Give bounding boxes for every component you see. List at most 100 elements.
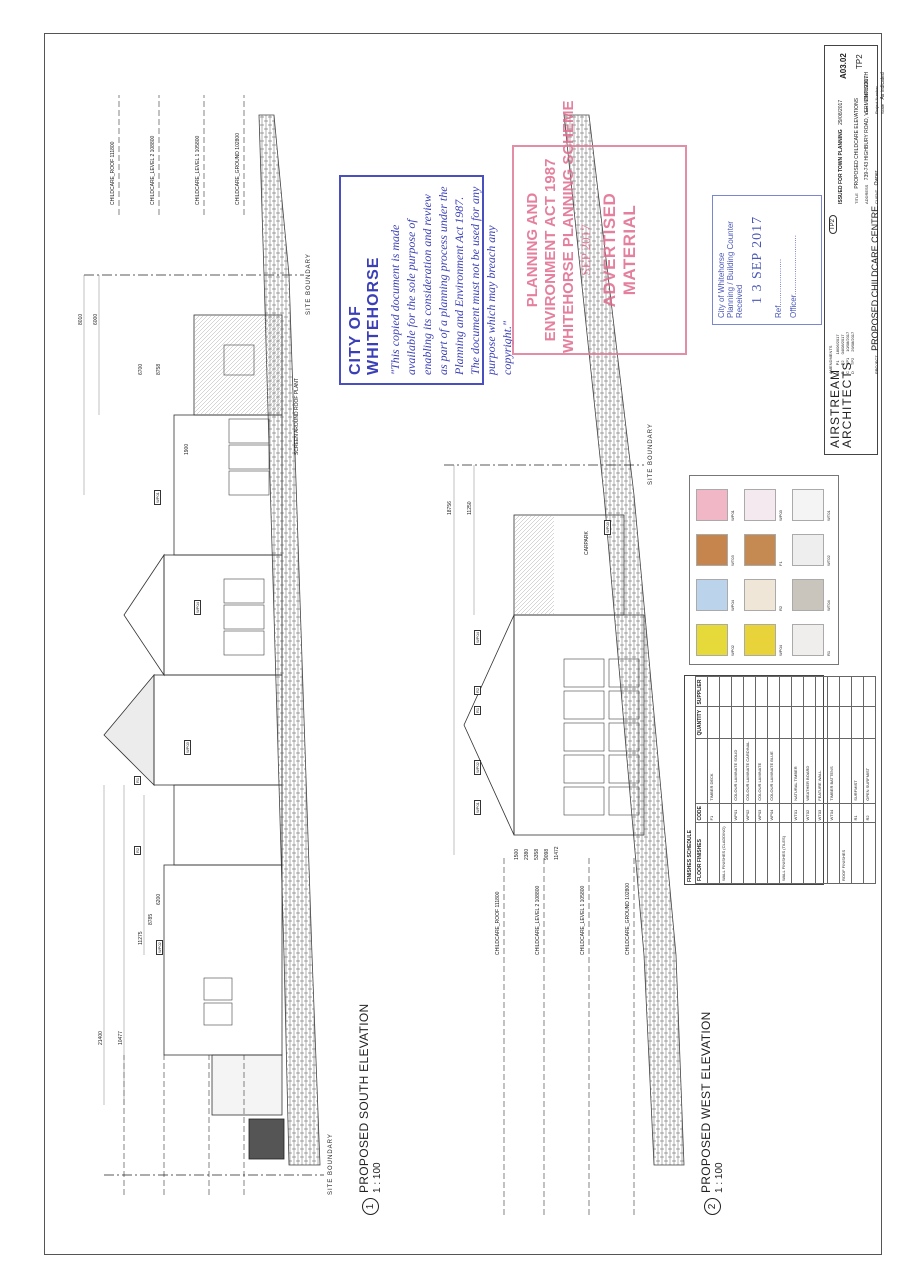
west-dim-5: 9098 [544,848,550,860]
schedule-cell [851,676,864,707]
south-level-1: CHILDCARE_LEVEL 1 105800 [195,135,201,205]
schedule-cell: WALL FINISHES (TILES) [779,823,792,884]
south-elevation-scale: 1 : 100 [372,1162,383,1193]
schedule-cell: WT01 [791,803,804,823]
material-swatch [792,624,824,656]
schedule-cell [839,707,852,739]
schedule-cell [707,676,720,707]
material-swatch [744,534,776,566]
scale-value: As indicated [880,72,886,100]
schedule-header-cell: QUANTITY [695,707,708,739]
south-dim-3: 8758 [156,363,162,375]
schedule-cell: F1 [707,803,720,823]
south-elevation-title: PROPOSED SOUTH ELEVATION [357,1003,371,1193]
amendment-date: 29/08/2017 [850,331,855,352]
schedule-cell: WT02 [803,803,816,823]
south-dim-7: 8785 [148,913,154,925]
table-row: WALL FINISHES (CLADDING) [719,676,732,884]
material-swatch [744,489,776,521]
schedule-cell [827,823,840,884]
schedule-cell [779,803,792,823]
whitehorse-stamp-body: "This copied document is made available … [388,186,514,375]
table-row: ROOF FINISHES [839,676,852,884]
south-level-ground: CHILDCARE_GROUND 102800 [235,133,241,205]
schedule-cell [707,707,720,739]
schedule-cell: WP02 [743,803,756,823]
schedule-cell: COLOUR LAMINATE [755,738,768,804]
schedule-cell [719,803,732,823]
project-name: PROPOSED CHILDCARE CENTRE [870,205,880,351]
swatch-label: WP02 [730,645,735,656]
advertised-date: SEP 2017 [578,224,593,276]
west-level-roof: CHILDCARE_ROOF 111800 [495,891,501,955]
swatch-label: WP01 [730,510,735,521]
advertised-material-stamp: PLANNING AND ENVIRONMENT ACT 1987 WHITEH… [512,100,687,355]
received-stamp: City of Whitehorse Planning / Building C… [712,195,822,325]
schedule-cell [779,738,792,804]
issue-date: 29/08/2017 [838,99,844,125]
material-swatch [792,579,824,611]
schedule-cell: WALL FINISHES (CLADDING) [719,823,732,884]
material-swatch [696,579,728,611]
schedule-cell: TIMBER DECK [707,738,720,804]
west-elevation-title: PROPOSED WEST ELEVATION [699,1011,713,1193]
schedule-cell [767,823,780,884]
title-block: AIRSTREAM ARCHITECTS AMENDMENTS AP118/06… [824,45,886,455]
schedule-cell [839,676,852,707]
schedule-cell: R1 [851,803,864,823]
schedule-cell: WP03 [755,803,768,823]
swatch-label: WT04 [826,600,831,611]
west-site-boundary: SITE BOUNDARY [648,423,654,485]
south-site-boundary-right: SITE BOUNDARY [306,253,312,315]
schedule-cell [707,823,720,884]
schedule-cell [851,823,864,884]
south-level-roof: CHILDCARE_ROOF 111800 [110,141,116,205]
swatch-label: WT01 [826,510,831,521]
project-row: PROJECT PROPOSED CHILDCARE CENTRE [865,206,883,374]
advertised-line2: ENVIRONMENT ACT 1987 [542,158,559,342]
firm-line2: ARCHITECTS [840,361,854,448]
advertised-heading: ADVERTISED MATERIAL [600,192,639,308]
swatch-label: WP04 [778,645,783,656]
west-dim-3: 2380 [524,848,530,860]
schedule-cell: WT03 [815,803,828,823]
west-dim-2: 1500 [514,848,520,860]
schedule-cell: WP01 [731,803,744,823]
south-site-boundary-left: SITE BOUNDARY [328,1133,334,1195]
schedule-cell: COLOUR LAMINATE CARDINAL [743,738,756,804]
amendment-row: D TP2 29/08/2017 [850,326,855,374]
schedule-cell [791,676,804,707]
west-dim-4: 5358 [534,848,540,860]
south-dim-4: 21400 [98,1031,104,1045]
schedule-cell [803,823,816,884]
amendment-desc: TP2 [850,357,855,366]
amendment-no: D [850,371,855,374]
south-dim-0: 8010 [78,313,84,325]
rev-code: TP2 [855,54,864,69]
material-swatch [696,489,728,521]
west-dim-0: 18756 [447,501,453,515]
west-note: CARPARK [584,531,590,555]
west-level-ground: CHILDCARE_GROUND 102800 [625,883,631,955]
schedule-cell: COLOUR LAMINATE BLUE [767,738,780,804]
schedule-cell [743,707,756,739]
swatch-label: R2 [778,605,783,611]
schedule-cell [839,803,852,823]
sheet-number: A03.02 [839,53,848,79]
schedule-cell [755,823,768,884]
material-swatch [696,534,728,566]
table-row: WALL FINISHES (TILES) [779,676,792,884]
swatch-label: WP04 [730,600,735,611]
advertised-line1: PLANNING AND [524,192,541,308]
south-tag-wp03: WP03 [184,740,191,755]
